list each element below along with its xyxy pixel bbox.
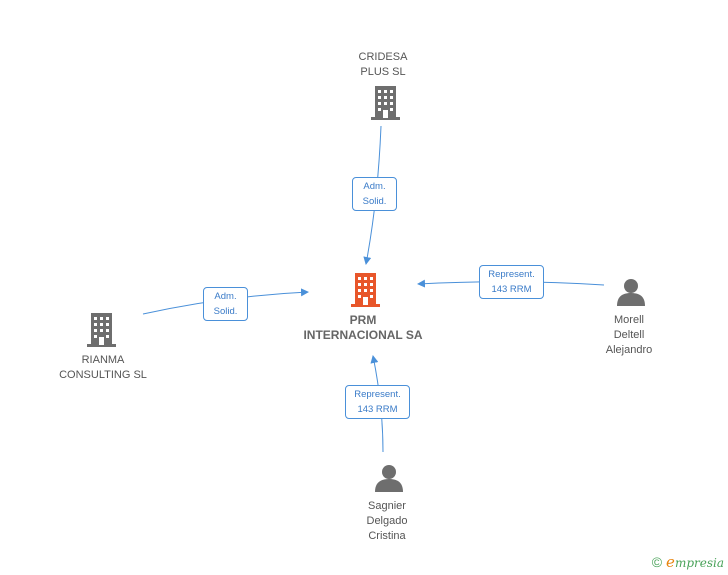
node-label-prm-internacional[interactable]: PRM INTERNACIONAL SA (303, 313, 423, 342)
node-label-sagnier-delgado-cristina[interactable]: Sagnier Delgado Cristina (366, 500, 408, 542)
edge-label-cridesa-role: Adm. Solid. (352, 177, 397, 211)
edge-label-morell-role: Represent. 143 RRM (479, 265, 544, 299)
copyright-icon: © (651, 554, 663, 570)
building-icon[interactable] (371, 86, 400, 120)
empresia-logo[interactable]: empresia (666, 553, 724, 571)
person-icon[interactable] (617, 279, 645, 306)
edge-label-sagnier-role: Represent. 143 RRM (345, 385, 410, 419)
edge-label-rianma-role: Adm. Solid. (203, 287, 248, 321)
person-icon[interactable] (375, 465, 403, 492)
node-label-morell-deltell-alejandro[interactable]: Morell Deltell Alejandro (605, 314, 653, 356)
building-icon[interactable] (87, 313, 116, 347)
node-label-rianma-consulting[interactable]: RIANMA CONSULTING SL (59, 354, 147, 381)
brand-footer: © empresia (652, 553, 724, 571)
building-icon[interactable] (351, 273, 380, 307)
node-label-cridesa-plus[interactable]: CRIDESA PLUS SL (358, 51, 408, 78)
